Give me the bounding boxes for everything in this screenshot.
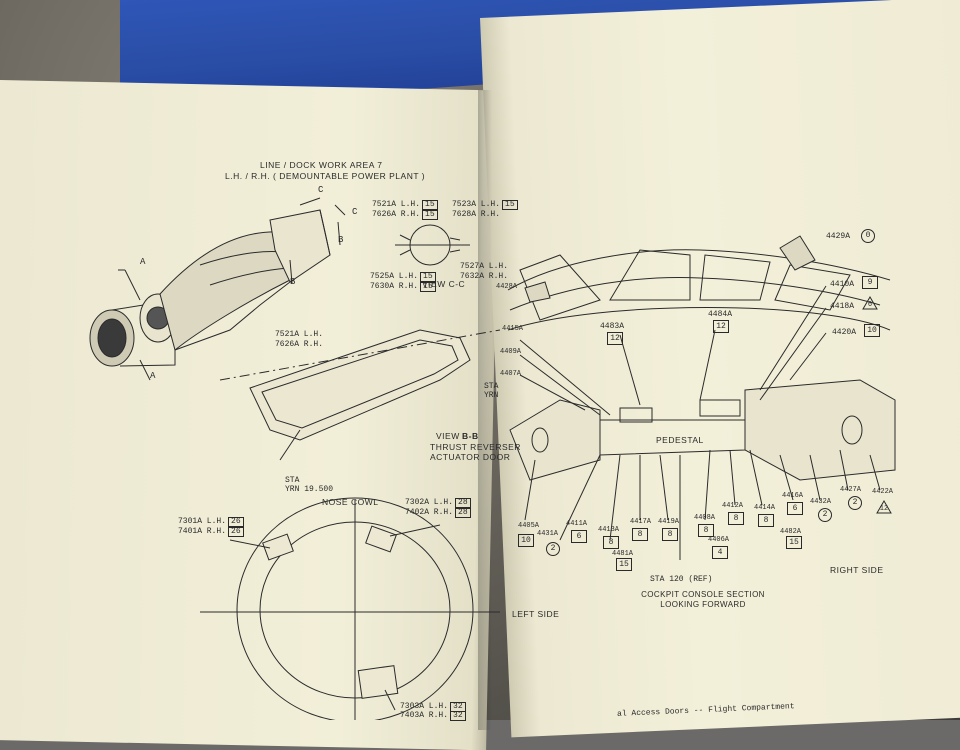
pedestal-label: PEDESTAL [656,435,704,445]
tag-4414a: 8 [758,514,774,527]
callout-door-7626a: 7626A R.H. [275,340,324,349]
tag-4411a: 6 [571,530,587,543]
panel-4412a: 4412A [722,502,744,510]
callout-7402a: 7402A R.H.28 [405,508,471,518]
sta-right-1: STA [484,382,499,391]
view-bb-letters: B-B [462,431,479,441]
tag-4416a: 6 [787,502,803,515]
panel-4419a: 4419A [658,518,680,526]
callout-7630a: 7630A R.H.15 [370,282,436,292]
panel-4427a: 4427A [840,486,862,494]
panel-4483a: 4483A [600,322,625,331]
panel-4417a: 4417A [630,518,652,526]
panel-4428a: 4428A [496,283,518,291]
tag-4406a: 4 [712,546,728,559]
panel-4420a: 4420A [832,328,857,337]
callout-7628a: 7628A R.H. [452,210,501,219]
tag-4484a: 12 [713,320,729,333]
sta-120-label: STA 120 (REF) [650,575,713,584]
panel-4432a: 4432A [810,498,832,506]
tag-4405a: 10 [518,534,534,547]
panel-4408a: 4408A [694,514,716,522]
callout-7521a: 7521A L.H.15 [372,200,438,210]
sta-right-2: YRN [484,391,499,400]
section-letter-c2: C [352,207,358,217]
right-side-label: RIGHT SIDE [830,565,884,575]
tag-4429a: 0 [861,229,875,243]
panel-4414a: 4414A [754,504,776,512]
left-side-label: LEFT SIDE [512,609,560,619]
panel-4418a: 4418A [830,302,855,311]
callout-7302a: 7302A L.H.28 [405,498,471,508]
cockpit-caption-2: LOOKING FORWARD [660,600,746,609]
door-caption-2: ACTUATOR DOOR [430,452,511,462]
tag-4417a: 8 [632,528,648,541]
work-area-title: LINE / DOCK WORK AREA 7 [260,160,383,170]
section-letter-a2: A [150,371,156,381]
tag-4483a: 12 [607,332,623,345]
callout-7626a: 7626A R.H.15 [372,210,438,220]
tag-4420a: 10 [864,324,880,337]
tag-4427a: 2 [848,496,862,510]
technical-drawing [89,197,896,720]
view-cc-diagram [395,224,470,266]
panel-4410a: 4410A [830,280,855,289]
panel-4481a: 4481A [612,550,634,558]
panel-4484a: 4484A [708,310,733,319]
door-caption-1: THRUST REVERSER [430,442,521,452]
callout-7525a: 7525A L.H.15 [370,272,436,282]
tag-4410a: 9 [862,276,878,289]
panel-4415a: 4415A [502,325,524,333]
callout-7523a: 7523A L.H.15 [452,200,518,210]
tag-4431a: 2 [546,542,560,556]
view-bb-word: VIEW [436,431,460,441]
callout-7301a: 7301A L.H.26 [178,517,244,527]
tag-4419a: 8 [662,528,678,541]
tag-4412a: 8 [728,512,744,525]
panel-4422a: 4422A [872,488,894,496]
nose-cowl-diagram [200,497,500,720]
tag-4408a: 8 [698,524,714,537]
panel-4409a: 4409A [500,348,522,356]
tag-4481a: 15 [616,558,632,571]
tag-4418a: 6 [862,296,878,310]
tag-4422a: 12 [876,500,892,514]
sta-left-2: YRN 19.500 [285,485,334,494]
panel-4413a: 4413A [598,526,620,534]
callout-7527a: 7527A L.H. [460,262,509,271]
sta-left-1: STA [285,476,300,485]
panel-4416a: 4416A [782,492,804,500]
panel-4429a: 4429A [826,232,851,241]
book-gutter [478,90,492,730]
thrust-reverser-door-diagram [219,329,501,461]
view-cc-label: VIEW C-C [422,279,466,289]
nose-cowl-label: NOSE COWL [322,497,379,507]
callout-door-7521a: 7521A L.H. [275,330,324,339]
section-letter-b1: B [290,277,296,287]
tag-4413a: 8 [603,536,619,549]
panel-4431a: 4431A [537,530,559,538]
panel-4406a: 4406A [708,536,730,544]
callout-7401a: 7401A R.H.26 [178,527,244,537]
cockpit-caption-1: COCKPIT CONSOLE SECTION [641,590,765,599]
panel-4405a: 4405A [518,522,540,530]
callout-7632a: 7632A R.H. [460,272,509,281]
panel-4411a: 4411A [566,520,588,528]
section-letter-a1: A [140,257,146,267]
cockpit-console-diagram [507,235,896,560]
tag-4432a: 2 [818,508,832,522]
section-letter-b2: B [338,235,344,245]
panel-4407a: 4407A [500,370,522,378]
section-letter-c1: C [318,185,324,195]
work-area-subtitle: L.H. / R.H. ( DEMOUNTABLE POWER PLANT ) [225,171,426,181]
panel-4482a: 4482A [780,528,802,536]
engine-nacelle-illustration [89,197,346,381]
tag-4482a: 15 [786,536,802,549]
